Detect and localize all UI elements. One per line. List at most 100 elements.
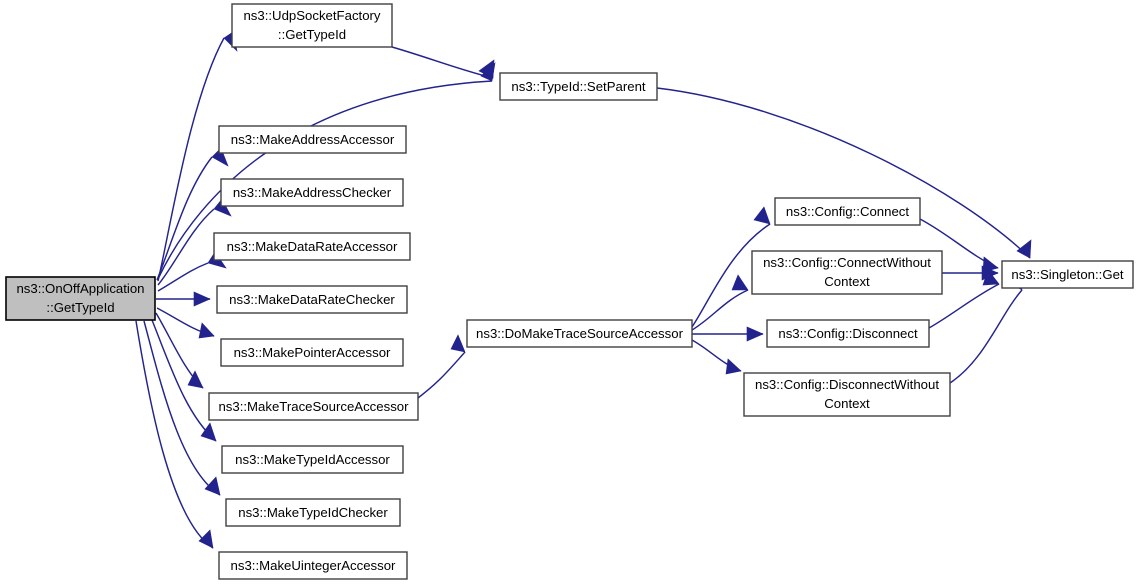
edge-udpfactory-to-setparent — [391, 46, 495, 79]
node-setparent[interactable]: ns3::TypeId::SetParent — [499, 72, 658, 101]
node-singleton[interactable]: ns3::Singleton::Get — [1001, 260, 1134, 289]
node-makeptraccessor[interactable]: ns3::MakePointerAccessor — [220, 338, 404, 367]
node-box[interactable] — [208, 392, 419, 421]
node-box[interactable] — [231, 3, 393, 48]
edge-onoff-to-maketypeidaccessor — [151, 319, 217, 442]
node-box[interactable] — [213, 232, 411, 261]
edge-setparent-to-singleton — [656, 87, 1032, 259]
arrowhead-icon — [731, 274, 749, 291]
node-label: ns3::MakeUintegerAccessor — [231, 558, 397, 573]
edge-maketraceaccessor-to-domaketrace — [417, 334, 466, 399]
edge-line — [143, 320, 221, 496]
node-label-line2: Context — [824, 274, 870, 289]
edge-onoff-to-makeaddrchecker — [157, 198, 232, 286]
node-label: ns3::TypeId::SetParent — [511, 79, 645, 94]
node-label: ns3::MakeDataRateChecker — [229, 292, 395, 307]
node-box[interactable] — [766, 319, 930, 348]
node-label: ns3::MakeDataRateAccessor — [227, 239, 398, 254]
edge-domaketrace-to-configconnectwo — [691, 274, 749, 331]
edge-domaketrace-to-configconnect — [691, 206, 771, 328]
node-box[interactable] — [225, 498, 401, 527]
node-configconnect[interactable]: ns3::Config::Connect — [774, 197, 921, 226]
node-box[interactable] — [220, 338, 404, 367]
edge-onoff-to-makeptraccessor — [156, 307, 215, 339]
node-box[interactable] — [743, 372, 951, 417]
arrowhead-icon — [982, 269, 1000, 286]
edge-line — [135, 320, 214, 549]
node-box[interactable] — [221, 445, 404, 474]
edge-onoff-to-makeaddraccessor — [156, 147, 229, 281]
arrowhead-icon — [211, 147, 229, 167]
arrowhead-icon — [200, 422, 217, 442]
node-maketraceaccessor[interactable]: ns3::MakeTraceSourceAccessor — [208, 392, 419, 421]
arrowhead-icon — [198, 322, 215, 339]
node-label: ns3::MakeTraceSourceAccessor — [218, 399, 409, 414]
node-box[interactable] — [5, 276, 156, 321]
node-label: ns3::MakeAddressChecker — [233, 185, 392, 200]
node-makedratechecker[interactable]: ns3::MakeDataRateChecker — [216, 285, 408, 314]
edge-line — [157, 37, 225, 282]
node-maketypeidaccessor[interactable]: ns3::MakeTypeIdAccessor — [221, 445, 404, 474]
arrowhead-icon — [1016, 239, 1032, 259]
node-label-line2: Context — [824, 396, 870, 411]
node-box[interactable] — [1001, 260, 1134, 289]
edge-line — [949, 289, 1023, 384]
node-label-line1: ns3::Config::DisconnectWithout — [755, 377, 939, 392]
node-domaketrace[interactable]: ns3::DoMakeTraceSourceAccessor — [466, 319, 693, 348]
node-label: ns3::Config::Connect — [786, 204, 909, 219]
node-label: ns3::MakePointerAccessor — [234, 345, 391, 360]
node-makeaddraccessor[interactable]: ns3::MakeAddressAccessor — [218, 125, 407, 154]
edge-line — [157, 262, 209, 292]
node-label-line1: ns3::OnOffApplication — [16, 281, 144, 296]
edge-line — [391, 46, 494, 79]
arrowhead-icon — [204, 476, 221, 496]
node-label: ns3::MakeTypeIdChecker — [238, 505, 388, 520]
node-configdisconnect[interactable]: ns3::Config::Disconnect — [766, 319, 930, 348]
node-box[interactable] — [218, 551, 408, 580]
node-box[interactable] — [751, 250, 943, 295]
edge-configdisconnect-to-singleton — [928, 269, 1000, 329]
node-makedrateaccessor[interactable]: ns3::MakeDataRateAccessor — [213, 232, 411, 261]
edge-line — [151, 319, 217, 442]
edge-line — [417, 351, 466, 399]
edge-domaketrace-to-configdisconnectwo — [691, 339, 742, 375]
node-maketypeidchecker[interactable]: ns3::MakeTypeIdChecker — [225, 498, 401, 527]
edge-onoff-to-makeuintaccessor — [135, 320, 214, 549]
node-onoff[interactable]: ns3::OnOffApplication::GetTypeId — [5, 276, 156, 321]
node-box[interactable] — [216, 285, 408, 314]
arrowhead-icon — [213, 198, 232, 217]
node-label: ns3::DoMakeTraceSourceAccessor — [476, 326, 684, 341]
node-box[interactable] — [218, 125, 407, 154]
node-label-line2: ::GetTypeId — [46, 300, 114, 315]
node-label: ns3::Config::Disconnect — [778, 326, 918, 341]
arrowhead-icon — [450, 334, 466, 353]
edge-domaketrace-to-configdisconnect — [692, 326, 764, 342]
arrowhead-icon — [198, 529, 214, 549]
node-label: ns3::MakeTypeIdAccessor — [235, 452, 390, 467]
node-box[interactable] — [466, 319, 693, 348]
node-box[interactable] — [774, 197, 921, 226]
arrowhead-icon — [725, 358, 742, 375]
edge-onoff-to-maketraceaccessor — [155, 312, 204, 389]
node-label-line1: ns3::Config::ConnectWithout — [763, 255, 931, 270]
node-udpfactory[interactable]: ns3::UdpSocketFactory::GetTypeId — [231, 3, 393, 48]
node-label: ns3::MakeAddressAccessor — [231, 132, 395, 147]
edge-line — [691, 223, 771, 328]
edge-line — [157, 208, 215, 286]
arrowhead-icon — [478, 59, 495, 79]
arrowhead-icon — [753, 206, 771, 225]
arrowhead-icon — [746, 326, 764, 342]
arrowhead-icon — [193, 291, 211, 307]
node-makeuintaccessor[interactable]: ns3::MakeUintegerAccessor — [218, 551, 408, 580]
nodes-layer: ns3::OnOffApplication::GetTypeId ns3::Udp… — [5, 3, 1134, 580]
edges-layer — [135, 31, 1032, 549]
edge-line — [156, 156, 213, 281]
node-box[interactable] — [220, 178, 404, 207]
node-makeaddrchecker[interactable]: ns3::MakeAddressChecker — [220, 178, 404, 207]
edge-onoff-to-maketypeidchecker — [143, 320, 221, 496]
node-box[interactable] — [499, 72, 658, 101]
